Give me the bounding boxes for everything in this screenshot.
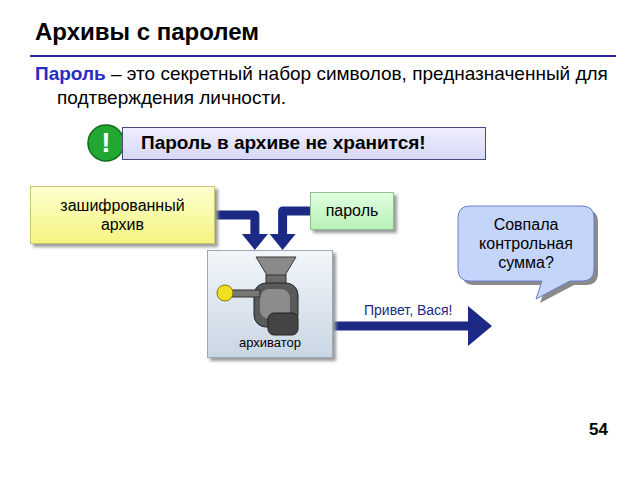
archiver-box: архиватор bbox=[207, 250, 333, 358]
node-text: пароль bbox=[326, 201, 379, 220]
arrow-shaft bbox=[283, 211, 310, 236]
callout-bubble: Совпала контрольная сумма? bbox=[458, 206, 594, 281]
title-rule bbox=[30, 55, 616, 57]
warning-mark: ! bbox=[101, 127, 110, 159]
flow-arrow bbox=[215, 215, 268, 250]
warning-icon bbox=[88, 125, 124, 161]
output-text: Привет, Вася! bbox=[364, 302, 453, 318]
definition-text: – это секретный набор символов, предназн… bbox=[57, 63, 608, 108]
arrowhead bbox=[270, 234, 296, 250]
flow-arrow bbox=[270, 211, 310, 250]
term: Пароль bbox=[35, 63, 106, 84]
arrow-shaft bbox=[215, 215, 255, 236]
password-box: пароль bbox=[310, 192, 394, 230]
node-text: зашифрованный архив bbox=[39, 196, 206, 234]
definition-paragraph: Пароль – это секретный набор символов, п… bbox=[35, 62, 632, 110]
node-text: архиватор bbox=[239, 335, 301, 351]
output-arrowhead bbox=[468, 306, 492, 346]
output-arrow bbox=[333, 322, 470, 331]
callout-outline bbox=[458, 206, 594, 299]
node-text: Совпала контрольная сумма? bbox=[466, 215, 586, 273]
node-text: Пароль в архиве не хранится! bbox=[141, 132, 426, 155]
page-number: 54 bbox=[589, 420, 608, 440]
note-box: Пароль в архиве не хранится! bbox=[122, 127, 486, 160]
archive-box: зашифрованный архив bbox=[30, 186, 215, 244]
slide-title: Архивы с паролем bbox=[35, 18, 259, 46]
arrowhead bbox=[242, 234, 268, 250]
